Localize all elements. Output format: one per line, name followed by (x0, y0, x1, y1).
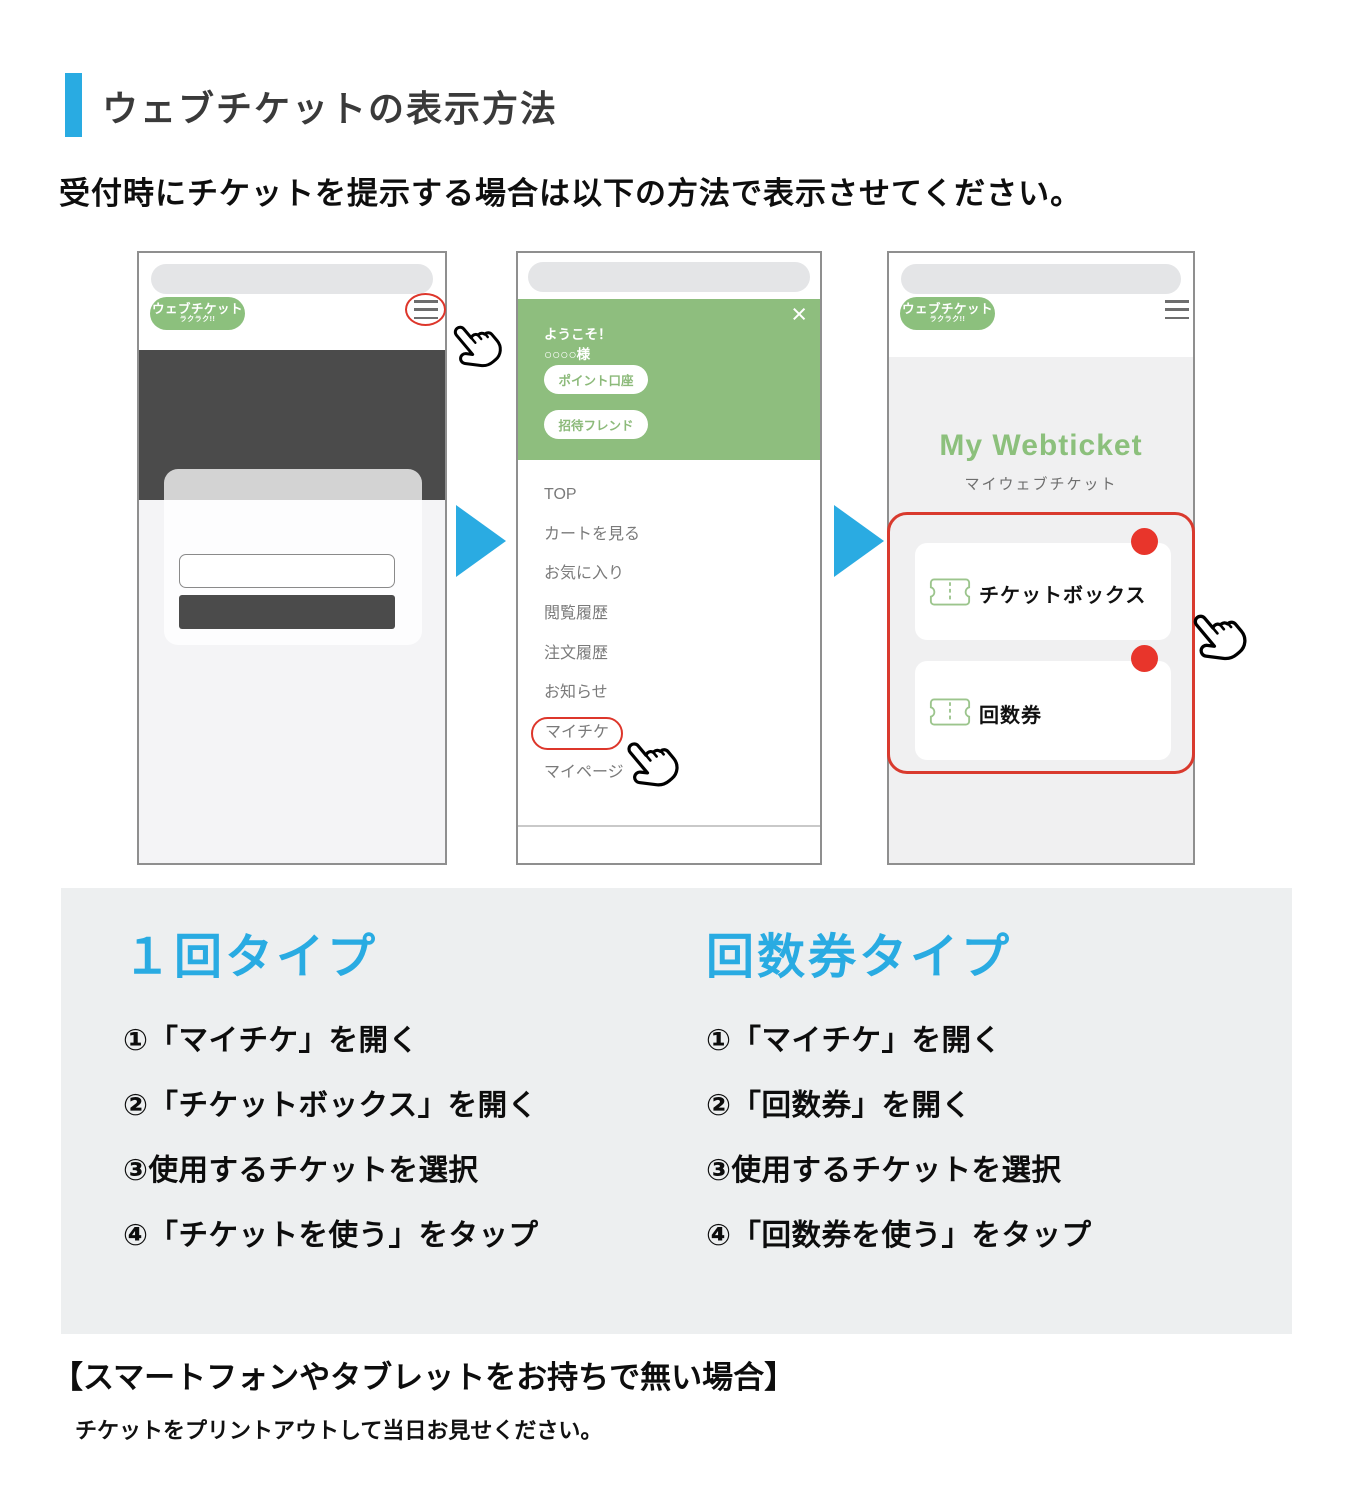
no-device-heading: 【スマートフォンやタブレットをお持ちで無い場合】 (52, 1360, 796, 1395)
highlight-ellipse: マイチケ (531, 717, 624, 751)
arrow-right-icon (834, 505, 884, 577)
arrow-right-icon (456, 505, 506, 577)
menu-item-cart[interactable]: カートを見る (544, 525, 641, 543)
logo-text: ウェブチケット (151, 302, 243, 317)
highlight-frame: チケットボックス 回数券 (887, 512, 1195, 774)
step-text: ③使用するチケットを選択 (123, 1154, 479, 1188)
ticket-icon (929, 578, 971, 606)
hamburger-menu-icon[interactable] (1165, 300, 1189, 319)
instructions-panel: １回タイプ ①「マイチケ」を開く ②「チケットボックス」を開く ③使用するチケッ… (61, 888, 1292, 1334)
step-text: ②「チケットボックス」を開く (123, 1089, 538, 1123)
single-type-column: １回タイプ ①「マイチケ」を開く ②「チケットボックス」を開く ③使用するチケッ… (123, 930, 538, 1268)
close-icon[interactable]: × (791, 299, 807, 329)
phone-mockup-menu: × ようこそ！ ○○○○様 ポイント口座 招待フレンド TOP カートを見る お… (516, 251, 822, 865)
webticket-logo[interactable]: ウェブチケット ラクラク!! (900, 297, 995, 330)
coupon-type-column: 回数券タイプ ①「マイチケ」を開く ②「回数券」を開く ③使用するチケットを選択… (706, 930, 1091, 1268)
notification-badge (1131, 528, 1158, 555)
step-text: ④「回数券を使う」をタップ (706, 1219, 1092, 1253)
step-text: ②「回数券」を開く (706, 1089, 972, 1123)
ticket-box-label: チケットボックス (979, 585, 1147, 607)
menu-item-favorites[interactable]: お気に入り (544, 565, 625, 583)
webticket-logo[interactable]: ウェブチケット ラクラク!! (150, 297, 245, 330)
text-input[interactable] (179, 554, 395, 588)
user-name-text: ○○○○様 (544, 347, 591, 362)
menu-item-my-ticket[interactable]: マイチケ (531, 713, 810, 753)
step-text: ③使用するチケットを選択 (706, 1154, 1062, 1188)
my-webticket-page: My Webticket マイウェブチケット チケットボックス (887, 357, 1195, 863)
browser-address-bar[interactable] (901, 264, 1181, 294)
login-modal (164, 500, 422, 645)
hand-cursor-icon (618, 733, 682, 797)
menu-item-my-page[interactable]: マイページ (544, 763, 624, 781)
submit-button[interactable] (179, 595, 395, 629)
logo-subtext: ラクラク!! (929, 316, 966, 324)
highlight-ellipse (405, 293, 446, 326)
phone-mockup-home: ウェブチケット ラクラク!! (137, 251, 502, 865)
browser-address-bar[interactable] (528, 262, 810, 292)
page-subtitle: 受付時にチケットを提示する場合は以下の方法で表示させてください。 (59, 176, 1083, 211)
hand-cursor-icon (1184, 605, 1250, 671)
browser-address-bar[interactable] (151, 264, 433, 294)
single-type-heading: １回タイプ (123, 931, 379, 984)
phone-mockup-my-webticket: ウェブチケット ラクラク!! My Webticket マイウェブチケット チケ… (887, 251, 1247, 865)
coupon-ticket-card[interactable]: 回数券 (915, 645, 1171, 760)
page-heading-ja: マイウェブチケット (964, 476, 1118, 493)
coupon-ticket-label: 回数券 (979, 705, 1042, 727)
title-accent-bar (65, 73, 82, 137)
no-device-note: チケットをプリントアウトして当日お見せください。 (75, 1418, 603, 1443)
point-account-button[interactable]: ポイント口座 (544, 365, 648, 394)
hamburger-menu-icon[interactable] (414, 300, 438, 319)
hand-cursor-icon (445, 317, 505, 377)
menu-item-news[interactable]: お知らせ (544, 684, 608, 702)
invite-friend-button[interactable]: 招待フレンド (544, 410, 648, 439)
ticket-box-card[interactable]: チケットボックス (915, 528, 1171, 640)
step-text: ①「マイチケ」を開く (123, 1024, 419, 1058)
step-text: ④「チケットを使う」をタップ (123, 1219, 539, 1253)
page-heading-en: My Webticket (939, 429, 1143, 462)
page-title: ウェブチケットの表示方法 (102, 88, 559, 129)
step-text: ①「マイチケ」を開く (706, 1024, 1002, 1058)
logo-text: ウェブチケット (901, 302, 993, 317)
logo-subtext: ラクラク!! (179, 316, 216, 324)
notification-badge (1131, 645, 1158, 672)
ticket-icon (929, 698, 971, 726)
drawer-menu-list: TOP カートを見る お気に入り 閲覧履歴 注文履歴 お知らせ マイチケ マイペ… (531, 475, 810, 793)
menu-item-top[interactable]: TOP (544, 486, 577, 503)
welcome-text: ようこそ！ (544, 327, 612, 342)
menu-item-order-history[interactable]: 注文履歴 (544, 644, 609, 662)
menu-drawer-header: × ようこそ！ ○○○○様 ポイント口座 招待フレンド (518, 299, 820, 460)
menu-item-browsing-history[interactable]: 閲覧履歴 (544, 605, 609, 623)
divider (518, 825, 820, 827)
coupon-type-heading: 回数券タイプ (706, 931, 1013, 984)
modal-header (164, 469, 422, 500)
